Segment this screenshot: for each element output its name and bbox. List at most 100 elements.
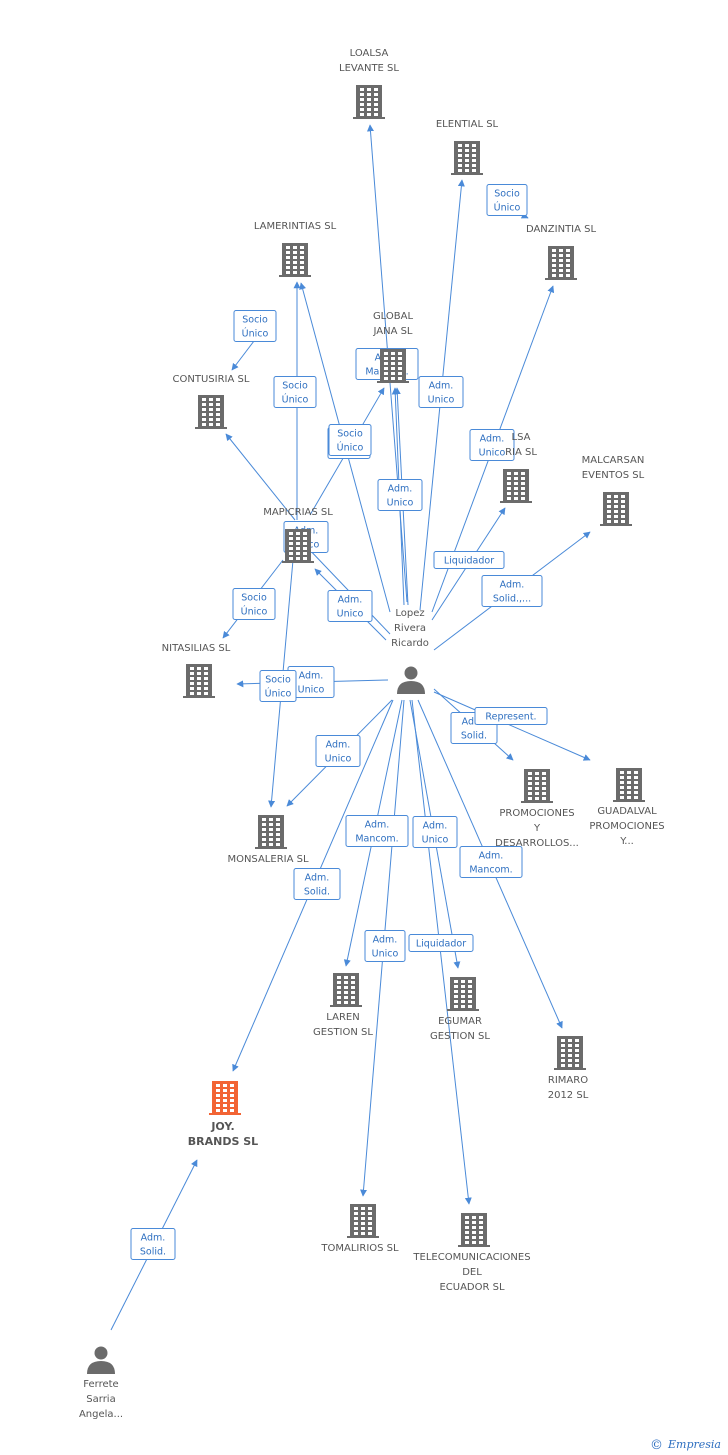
edge-label-text: Único bbox=[494, 202, 521, 214]
node-label: ECUADOR SL bbox=[439, 1282, 505, 1293]
node-promociones[interactable]: PROMOCIONESYDESARROLLOS... bbox=[495, 769, 579, 849]
node-label: Ferrete bbox=[83, 1379, 118, 1390]
building-icon bbox=[282, 529, 314, 563]
node-label: DEL bbox=[462, 1267, 482, 1278]
edge-label-lopez-to-joy[interactable]: Adm.Solid. bbox=[293, 868, 341, 900]
node-label: MAPICRIAS SL bbox=[263, 507, 333, 518]
node-label: LAMERINTIAS SL bbox=[254, 221, 337, 232]
edge-label-lopez-to-nitasilias[interactable]: Adm.Unico bbox=[287, 666, 335, 698]
edge-label-lopez-to-rimaro[interactable]: Adm.Mancom. bbox=[459, 846, 523, 878]
edge-label-lopez-to-global[interactable]: Adm.Unico bbox=[377, 479, 423, 511]
node-label: Lopez bbox=[395, 608, 424, 619]
building-icon bbox=[347, 1204, 379, 1238]
edge-label-lopez-to-telecom[interactable]: Liquidador bbox=[408, 934, 474, 952]
edge-label-lopez-to-lsa[interactable]: Liquidador bbox=[433, 551, 505, 569]
edge-label-text: Unico bbox=[337, 609, 364, 620]
node-label: RIA SL bbox=[505, 447, 537, 458]
node-ferrete[interactable]: FerreteSarriaAngela... bbox=[79, 1346, 123, 1421]
person-icon bbox=[397, 666, 425, 694]
node-mapicrias[interactable]: MAPICRIAS SL bbox=[263, 507, 333, 563]
edge-label-text: Unico bbox=[325, 754, 352, 765]
node-monsaleria[interactable]: MONSALERIA SL bbox=[227, 815, 309, 865]
node-label: EVENTOS SL bbox=[582, 470, 645, 481]
building-icon bbox=[447, 977, 479, 1011]
node-guadalval[interactable]: GUADALVAL PROMOCIONES Y... bbox=[589, 768, 665, 847]
node-label: GESTION SL bbox=[313, 1027, 373, 1038]
node-label: BRANDS SL bbox=[188, 1135, 258, 1148]
node-lamerintias[interactable]: LAMERINTIAS SL bbox=[254, 221, 337, 277]
node-label: GUADALVAL bbox=[597, 806, 657, 817]
building-icon bbox=[613, 768, 645, 802]
node-label: 2012 SL bbox=[548, 1090, 589, 1101]
edge-label-text: Adm. bbox=[141, 1233, 166, 1244]
edge-label-text: Solid. bbox=[461, 731, 487, 742]
edge-label-text: Único bbox=[242, 328, 269, 340]
edge-label-text: Socio bbox=[242, 315, 268, 326]
edge-mapicrias-to-contusiria bbox=[225, 433, 296, 521]
edge-label-lopez-to-elential[interactable]: Adm.Unico bbox=[418, 376, 464, 408]
building-icon bbox=[353, 85, 385, 119]
node-label: Y bbox=[533, 823, 541, 834]
node-label: GESTION SL bbox=[430, 1031, 490, 1042]
edge-label-text: Socio bbox=[265, 675, 291, 686]
node-label: DESARROLLOS... bbox=[495, 838, 579, 849]
node-elential[interactable]: ELENTIAL SL bbox=[436, 119, 499, 175]
edge-label-text: Unico bbox=[298, 685, 325, 696]
edge-label-lopez-to-egumar[interactable]: Adm.Unico bbox=[412, 816, 458, 848]
edge-label-text: Socio bbox=[241, 593, 267, 604]
building-icon bbox=[195, 395, 227, 429]
node-label: Rivera bbox=[394, 623, 426, 634]
edge-label-text: Adm. bbox=[429, 381, 454, 392]
edge-label-text: Solid.,... bbox=[493, 594, 531, 605]
building-icon bbox=[554, 1036, 586, 1070]
edge-label-text: Adm. bbox=[479, 851, 504, 862]
edge-label-text: Adm. bbox=[338, 595, 363, 606]
node-tomalirios[interactable]: TOMALIRIOS SL bbox=[320, 1204, 399, 1254]
node-rimaro[interactable]: RIMARO 2012 SL bbox=[548, 1036, 589, 1101]
node-label: Angela... bbox=[79, 1409, 123, 1420]
edge-label-lopez-to-monsaleria[interactable]: Adm.Unico bbox=[315, 735, 361, 767]
edge-label-lopez-to-guadalval[interactable]: Represent. bbox=[474, 707, 548, 725]
copyright-symbol: © bbox=[650, 1438, 663, 1453]
building-icon bbox=[330, 973, 362, 1007]
node-label: RIMARO bbox=[548, 1075, 588, 1086]
edge-label-ferrete-to-joy[interactable]: Adm.Solid. bbox=[130, 1228, 176, 1260]
node-nitasilias[interactable]: NITASILIAS SL bbox=[162, 643, 231, 698]
edge-label-text: Unico bbox=[479, 448, 506, 459]
person-icon bbox=[87, 1346, 115, 1374]
edge-label-lopez-to-laren[interactable]: Adm.Mancom. bbox=[345, 815, 409, 847]
node-danzintia[interactable]: DANZINTIA SL bbox=[526, 224, 597, 280]
node-joy[interactable]: JOY.BRANDS SL bbox=[188, 1081, 258, 1148]
node-contusiria[interactable]: CONTUSIRIA SL bbox=[173, 374, 250, 429]
edge-label-lopez-to-danzintia[interactable]: Adm.Unico bbox=[469, 429, 515, 461]
building-icon bbox=[209, 1081, 241, 1115]
building-icon bbox=[255, 815, 287, 849]
edge-label-text: Socio bbox=[494, 189, 520, 200]
edge-label-text: Socio bbox=[282, 381, 308, 392]
edge-label-lopez-to-malcarsan[interactable]: Adm.Solid.,... bbox=[481, 575, 543, 607]
node-label: PROMOCIONES bbox=[589, 821, 664, 832]
building-icon bbox=[451, 141, 483, 175]
edge-label-text: Adm. bbox=[462, 717, 487, 728]
edge-label-lopez-to-tomalirios[interactable]: Adm.Unico bbox=[364, 930, 406, 962]
brand-logo[interactable]: Empresia bbox=[667, 1438, 721, 1451]
edge-label-lopez-to-mapicrias[interactable]: Adm. Unico bbox=[327, 590, 373, 622]
node-label: Y... bbox=[619, 836, 634, 847]
edge-label-text: Solid. bbox=[304, 887, 330, 898]
node-label: MONSALERIA SL bbox=[227, 854, 309, 865]
